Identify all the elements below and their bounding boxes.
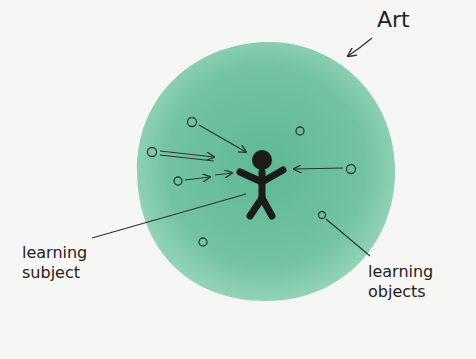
leader-line bbox=[92, 194, 246, 238]
leader-arrow bbox=[348, 38, 372, 56]
art-region bbox=[137, 42, 395, 301]
learning-object-circles bbox=[148, 118, 356, 247]
subject-label: learning subject bbox=[22, 243, 100, 283]
leader-line bbox=[326, 219, 370, 256]
learning-arrows bbox=[160, 125, 343, 180]
region-label: Art bbox=[377, 6, 467, 34]
objects-label: learning objects bbox=[368, 262, 452, 302]
stick-figure bbox=[240, 150, 283, 216]
